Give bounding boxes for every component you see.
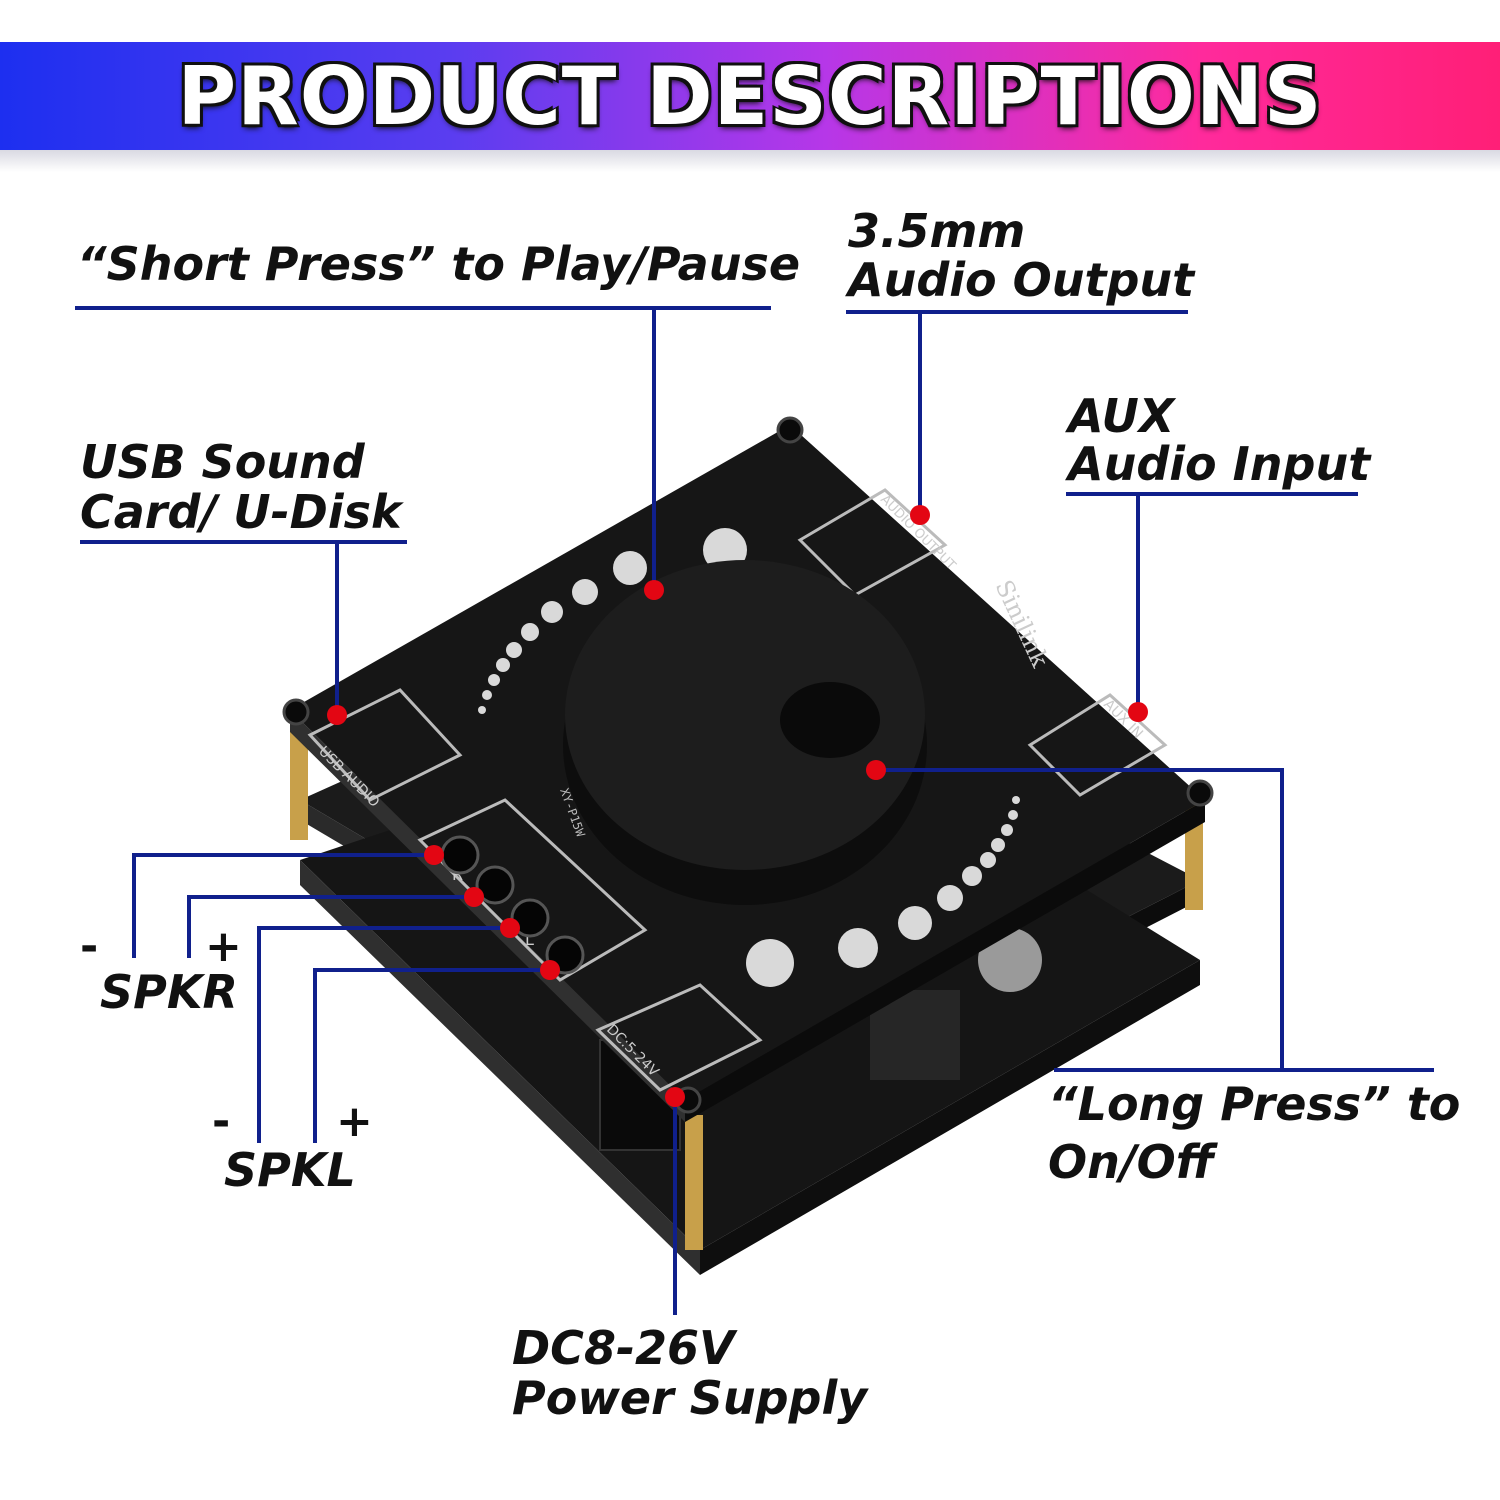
spkr-plus-dot xyxy=(464,887,484,907)
long-press-dot xyxy=(866,760,886,780)
audio-output-box xyxy=(797,488,948,597)
knob-grip xyxy=(780,682,880,758)
spkr-plus-leader xyxy=(187,895,474,958)
standoff xyxy=(290,730,308,840)
aux-leader xyxy=(1066,492,1358,712)
power-label-line1: DC8-26V xyxy=(512,1321,735,1375)
screw xyxy=(282,698,310,726)
aux-dot xyxy=(1128,702,1148,722)
short-press-dot xyxy=(644,580,664,600)
usb-dot xyxy=(327,705,347,725)
spkr-label: SPKR xyxy=(100,965,238,1019)
title-banner-shadow xyxy=(0,150,1500,172)
terminal-r-label: R xyxy=(452,865,463,884)
terminal-screw xyxy=(440,835,480,875)
long-press-label-line2: On/Off xyxy=(1048,1135,1215,1189)
spkl-plus-sign: + xyxy=(336,1096,373,1147)
usb-label-line2: Card/ U-Disk xyxy=(80,485,402,539)
spkr-minus-sign: - xyxy=(80,921,99,972)
aux-label-line1: AUX xyxy=(1068,389,1175,443)
long-press-leader xyxy=(876,768,1434,1072)
dc-box xyxy=(595,983,763,1092)
usb-leader xyxy=(80,540,407,715)
spkl-label: SPKL xyxy=(224,1143,356,1197)
capacitor xyxy=(978,928,1042,992)
usb-audio-box xyxy=(307,688,463,802)
terminal-screw xyxy=(475,865,515,905)
bottom-pcb-edge xyxy=(300,860,700,1275)
spkl-plus-leader xyxy=(313,968,550,1143)
callout-lines xyxy=(75,306,1434,1315)
terminal-l-label: L xyxy=(525,930,534,949)
title-banner xyxy=(0,42,1500,154)
knob-top xyxy=(565,560,925,870)
spkr-minus-dot xyxy=(424,845,444,865)
power-dot xyxy=(665,1087,685,1107)
usb-label-line1: USB Sound xyxy=(80,435,365,489)
page-title: PRODUCT DESCRIPTIONS xyxy=(177,50,1323,143)
standoff xyxy=(685,1115,703,1250)
short-press-leader xyxy=(75,306,771,590)
audio-output-dot xyxy=(910,505,930,525)
callout-dots xyxy=(327,505,1148,1107)
screw xyxy=(1186,779,1214,807)
bottom-pcb-edge-right xyxy=(700,960,1200,1275)
spkr-minus-leader xyxy=(132,853,434,958)
aux-in-box xyxy=(1027,693,1168,797)
spkl-minus-sign: - xyxy=(212,1096,231,1147)
long-press-label-line1: “Long Press” to xyxy=(1048,1077,1461,1131)
audio-output-label-line1: 3.5mm xyxy=(848,204,1026,258)
spkl-minus-leader xyxy=(257,926,510,1143)
power-label-line2: Power Supply xyxy=(512,1371,868,1425)
spkl-plus-dot xyxy=(540,960,560,980)
short-press-label: “Short Press” to Play/Pause xyxy=(77,237,801,291)
audio-output-label-line2: Audio Output xyxy=(848,253,1195,307)
screw xyxy=(776,416,804,444)
spkl-minus-dot xyxy=(500,918,520,938)
audio-output-leader xyxy=(846,310,1188,515)
top-pcb-edge xyxy=(290,710,685,1122)
aux-label-line2: Audio Input xyxy=(1068,437,1371,491)
top-pcb-edge-right xyxy=(685,800,1205,1122)
spkr-plus-sign: + xyxy=(205,921,242,972)
terminal-screw xyxy=(510,898,550,938)
